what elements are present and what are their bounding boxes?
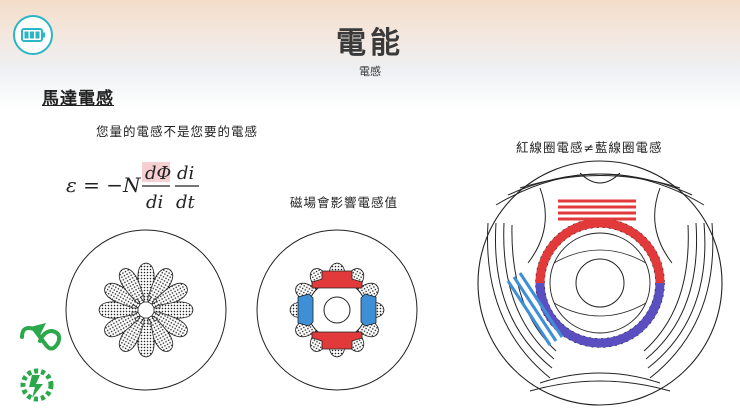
blue-magnet-right: [360, 293, 377, 327]
blue-magnet-left: [297, 293, 314, 327]
inductance-formula: ε = −N dΦ di di dt: [66, 158, 216, 223]
formula-frac1-num: dΦ: [145, 163, 171, 184]
highlight-box: [142, 162, 170, 182]
section-heading: 馬達電感: [42, 89, 114, 109]
bike-logo-icon: [20, 323, 62, 351]
blue-coil-bundle: [506, 272, 564, 346]
page-title: 電能: [336, 26, 404, 61]
red-coil-bundle: [558, 199, 636, 221]
battery-icon-button: [13, 15, 53, 55]
formula-frac2-den: dt: [176, 192, 196, 213]
stator-diagram-2: [256, 229, 418, 391]
red-magnet-bottom: [311, 331, 363, 350]
purple-coil-ring: [535, 282, 665, 348]
formula-frac1-den: di: [146, 192, 163, 213]
flux-motor-diagram: [477, 160, 723, 406]
gear-bolt-logo-icon: [20, 368, 54, 402]
page-subtitle: 電感: [359, 65, 381, 78]
note-right: 紅線圈電感≠藍線圈電感: [516, 140, 663, 155]
red-coil-ring: [535, 218, 665, 284]
red-magnet-top: [311, 270, 363, 289]
battery-icon: [21, 28, 45, 42]
stator-diagram-1: [65, 229, 227, 391]
formula-frac2-num: di: [177, 163, 194, 184]
note-top: 您量的電感不是您要的電感: [96, 124, 259, 139]
formula-lhs: ε = −N: [66, 173, 142, 197]
note-middle: 磁場會影響電感值: [290, 195, 399, 210]
